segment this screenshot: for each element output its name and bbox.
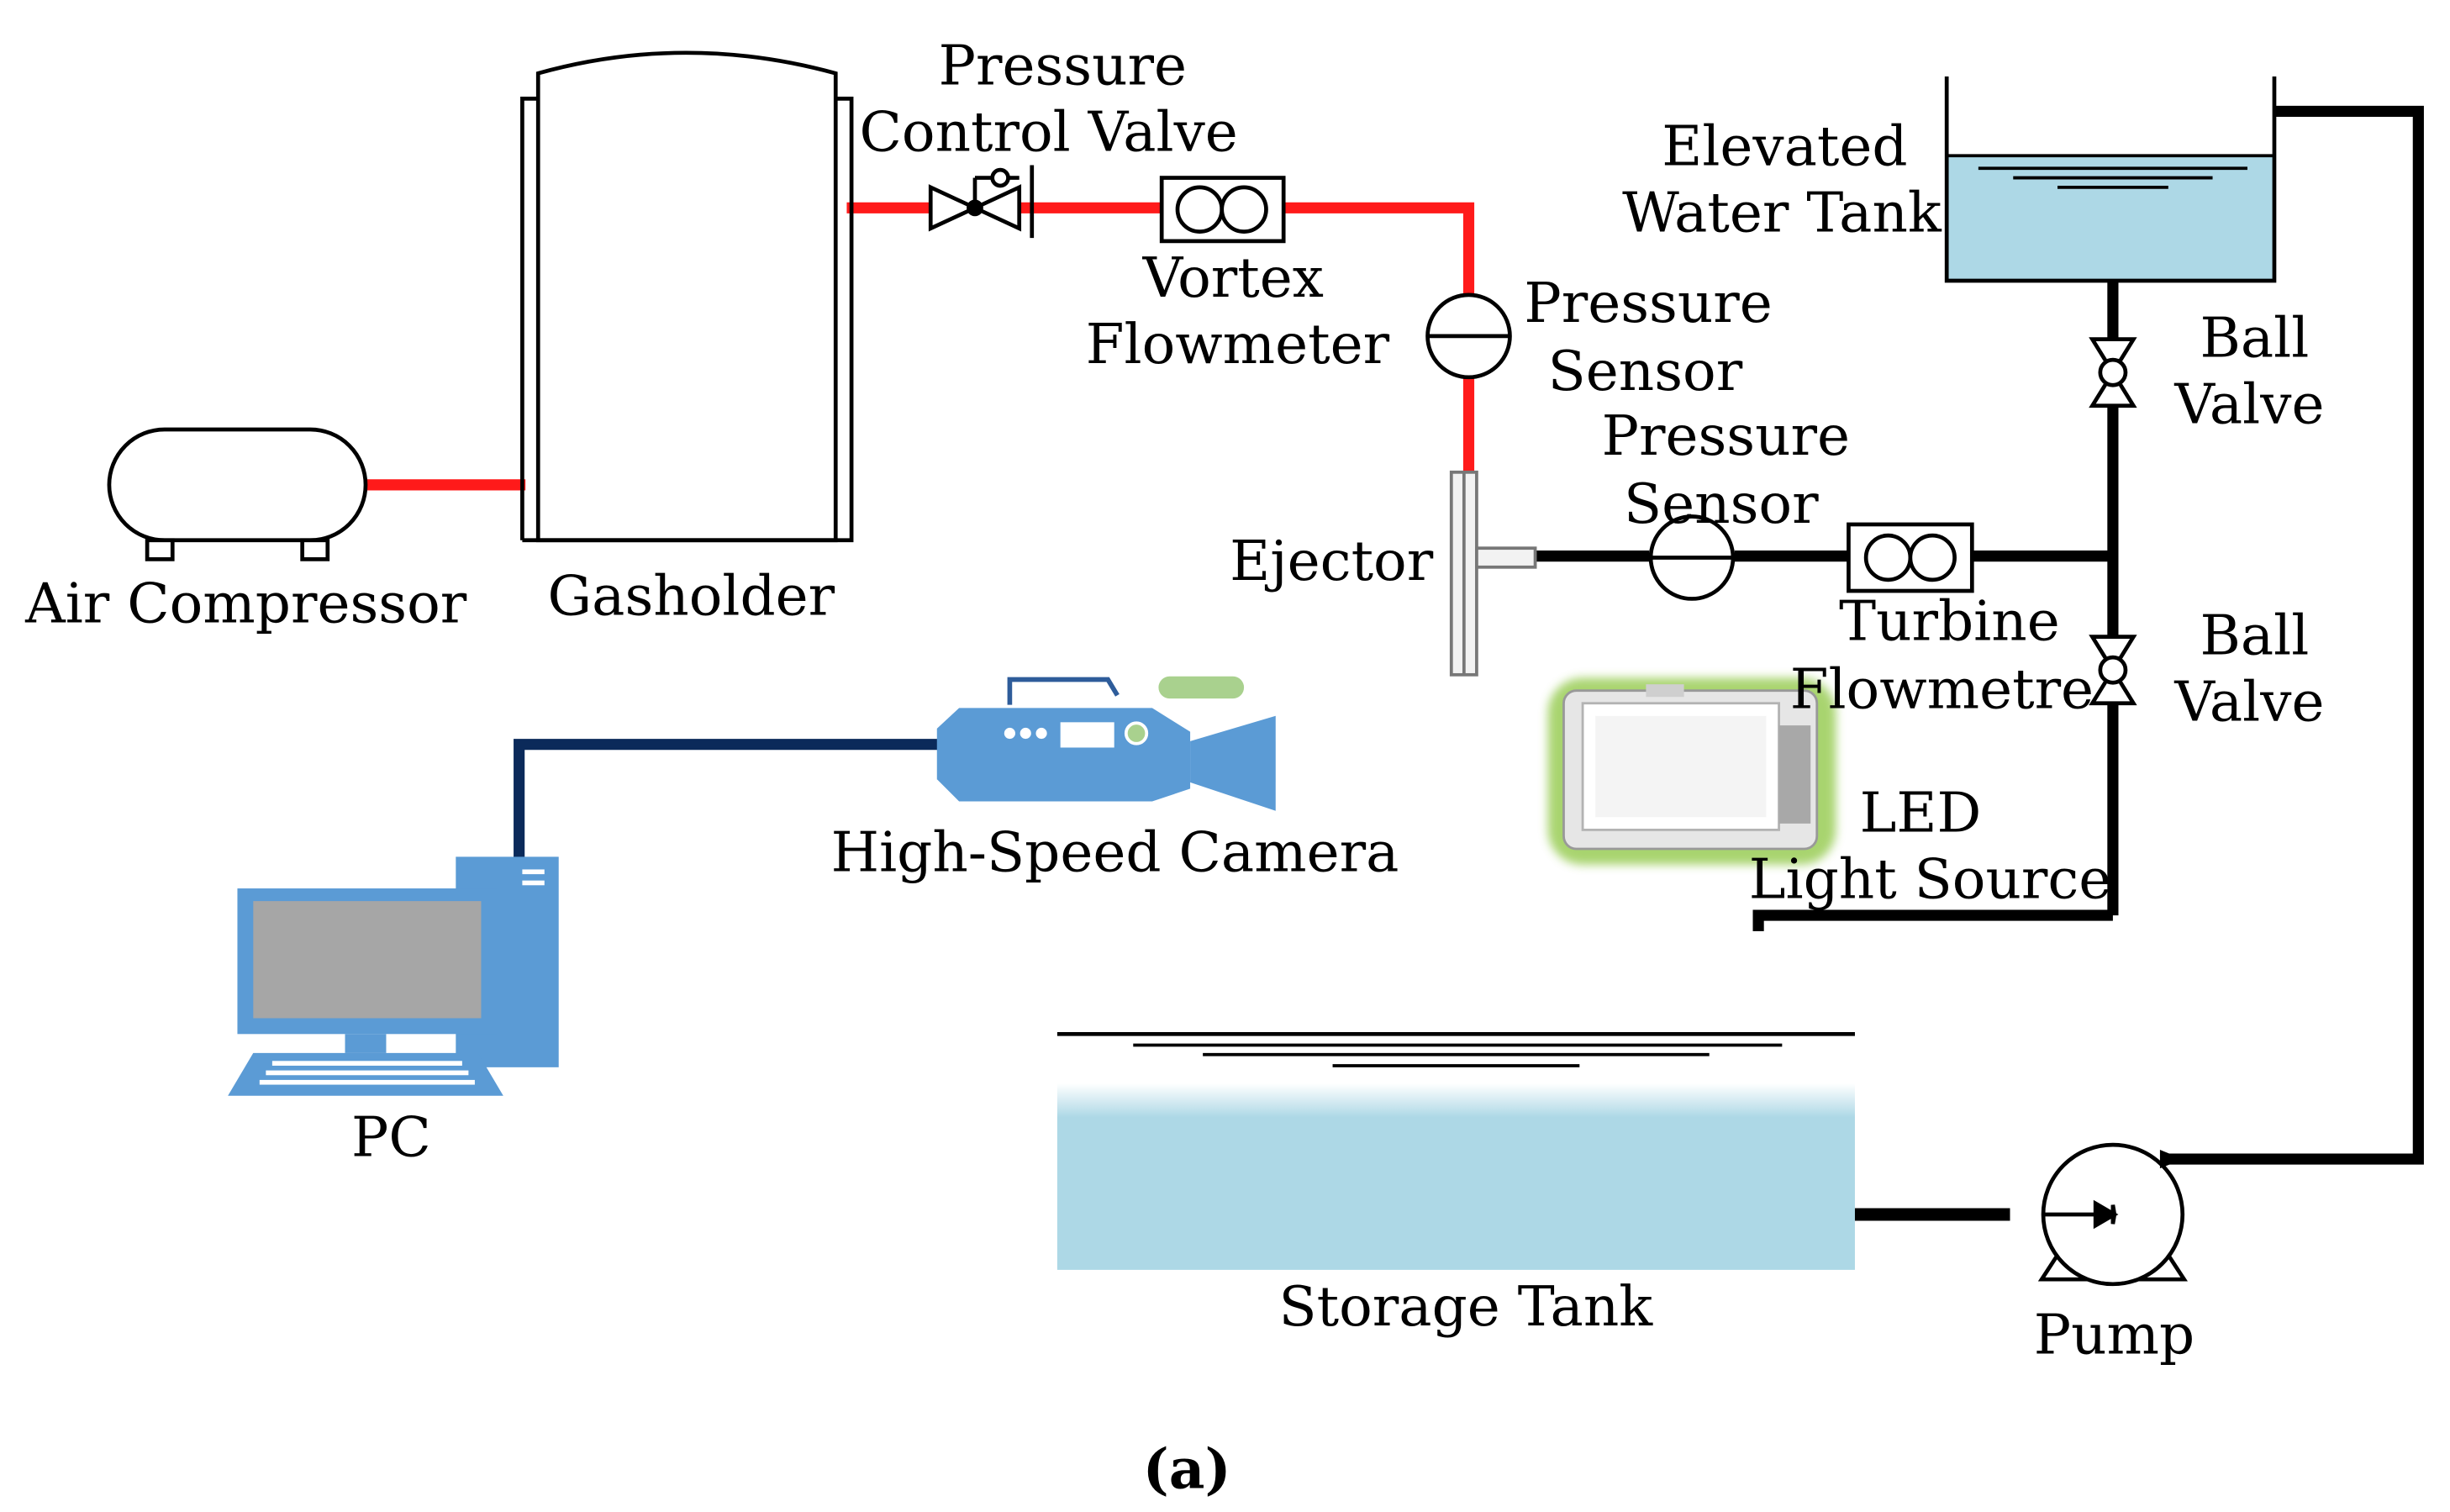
label-pump: Pump	[2034, 1303, 2194, 1367]
storage-tank	[1056, 930, 1855, 1270]
label-led-1: LED	[1860, 780, 1982, 845]
pressure-sensor-b-icon	[1648, 514, 1736, 601]
label-high-speed-camera: High-Speed Camera	[831, 819, 1399, 884]
label-ball-valve-bottom-2: Valve	[2173, 669, 2324, 734]
figure-caption: (a)	[1143, 1436, 1231, 1502]
label-vortex-flowmeter-2: Flowmeter	[1086, 312, 1390, 377]
label-turbine-flowmeter-2: Flowmetre	[1790, 656, 2094, 721]
pump-to-elevated-tank-pipe	[2168, 105, 2424, 1165]
vortex-flowmeter-icon	[1159, 176, 1286, 244]
pressure-control-valve-icon	[928, 165, 1035, 239]
label-elevated-tank-2: Water Tank	[1622, 181, 1942, 245]
ball-valve-bottom-icon	[2089, 635, 2137, 706]
led-light-source-icon	[1547, 677, 1836, 865]
gasholder	[520, 50, 854, 543]
label-vortex-flowmeter-1: Vortex	[1142, 245, 1324, 310]
ejector-icon	[1449, 470, 1537, 677]
pc-icon	[228, 856, 559, 1096]
label-gasholder: Gasholder	[548, 563, 835, 628]
label-ball-valve-top-1: Ball	[2200, 305, 2309, 370]
label-pressure-sensor-b-2: Sensor	[1624, 472, 1819, 536]
label-pressure-sensor-a-2: Sensor	[1548, 339, 1743, 403]
label-pressure-sensor-a-1: Pressure	[1524, 271, 1772, 335]
label-pressure-control-valve-1: Pressure	[939, 33, 1187, 97]
label-ball-valve-top-2: Valve	[2173, 371, 2324, 436]
air-compressor	[107, 427, 368, 561]
label-pressure-control-valve-2: Control Valve	[860, 100, 1238, 165]
high-speed-camera-icon	[936, 676, 1276, 811]
signal-cable	[514, 739, 940, 861]
label-turbine-flowmeter-1: Turbine	[1839, 588, 2060, 653]
label-led-2: Light Source	[1749, 846, 2112, 911]
elevated-water-tank	[1944, 76, 2277, 283]
ball-valve-top-icon	[2089, 337, 2137, 408]
label-pc: PC	[351, 1104, 431, 1169]
turbine-flowmeter-icon	[1847, 522, 1974, 593]
label-air-compressor: Air Compressor	[24, 572, 467, 636]
label-ejector: Ejector	[1230, 529, 1434, 593]
label-elevated-tank-1: Elevated	[1662, 113, 1907, 178]
label-storage-tank: Storage Tank	[1279, 1274, 1654, 1339]
pump-icon	[2037, 1142, 2188, 1287]
label-pressure-sensor-b-1: Pressure	[1602, 403, 1850, 468]
pressure-sensor-a-icon	[1425, 292, 1512, 380]
label-ball-valve-bottom-1: Ball	[2200, 603, 2309, 667]
